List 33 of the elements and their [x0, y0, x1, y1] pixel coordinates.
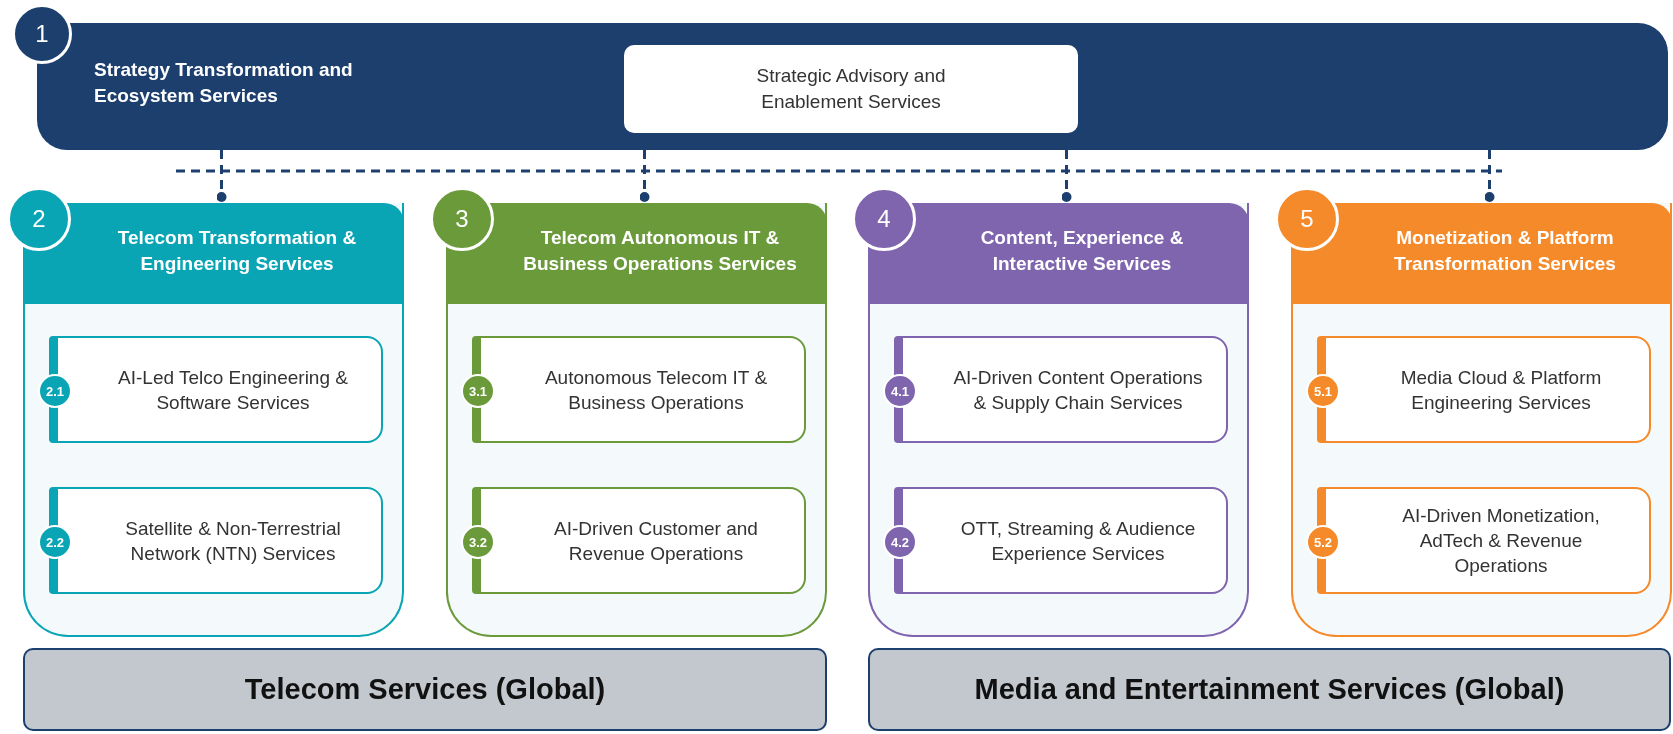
dashed-connector	[216, 150, 227, 202]
number-badge: 4.2	[883, 525, 917, 559]
service-text: AI-Driven Customer and Revenue Operations	[553, 516, 759, 566]
service-text: OTT, Streaming & Audience Experience Services	[959, 516, 1197, 566]
region-bar: Telecom Services (Global)	[23, 648, 827, 731]
column-title: Telecom Autonomous IT & Business Operations Services	[522, 226, 798, 276]
number-badge: 2.2	[38, 525, 72, 559]
number-badge: 5.1	[1306, 374, 1340, 408]
number-badge: 3.1	[461, 374, 495, 408]
number-badge: 4	[852, 187, 916, 251]
dashed-connector	[639, 150, 650, 202]
service-text: AI-Led Telco Engineering & Software Services	[117, 365, 349, 415]
number-badge: 2	[7, 187, 71, 251]
column-title: Telecom Transformation & Engineering Services	[116, 226, 358, 276]
number-badge: 5.2	[1306, 525, 1340, 559]
number-badge: 3.2	[461, 525, 495, 559]
number-badge: 3	[430, 187, 494, 251]
dashed-connector	[1061, 150, 1072, 202]
number-badge: 4.1	[883, 374, 917, 408]
number-badge: 1	[12, 4, 72, 64]
number-badge: 2.1	[38, 374, 72, 408]
dashed-connector	[1484, 150, 1495, 202]
service-text: Media Cloud & Platform Engineering Services	[1399, 365, 1603, 415]
service-text: AI-Driven Monetization, AdTech & Revenue Operations	[1401, 504, 1601, 578]
service-text: Autonomous Telecom IT & Business Operations	[543, 365, 769, 415]
panel-title: Strategy Transformation and Ecosystem Services	[94, 58, 354, 108]
advisory-box: Strategic Advisory and Enablement Services	[624, 45, 1078, 133]
service-text: Satellite & Non-Terrestrial Network (NTN) Services	[124, 516, 342, 566]
column-title: Content, Experience & Interactive Services	[979, 226, 1185, 276]
number-badge: 5	[1275, 187, 1339, 251]
service-text: AI-Driven Content Operations & Supply Chain Services	[953, 365, 1203, 415]
region-bar: Media and Entertainment Services (Global)	[868, 648, 1671, 731]
column-title: Monetization & Platform Transformation Services	[1393, 226, 1617, 276]
